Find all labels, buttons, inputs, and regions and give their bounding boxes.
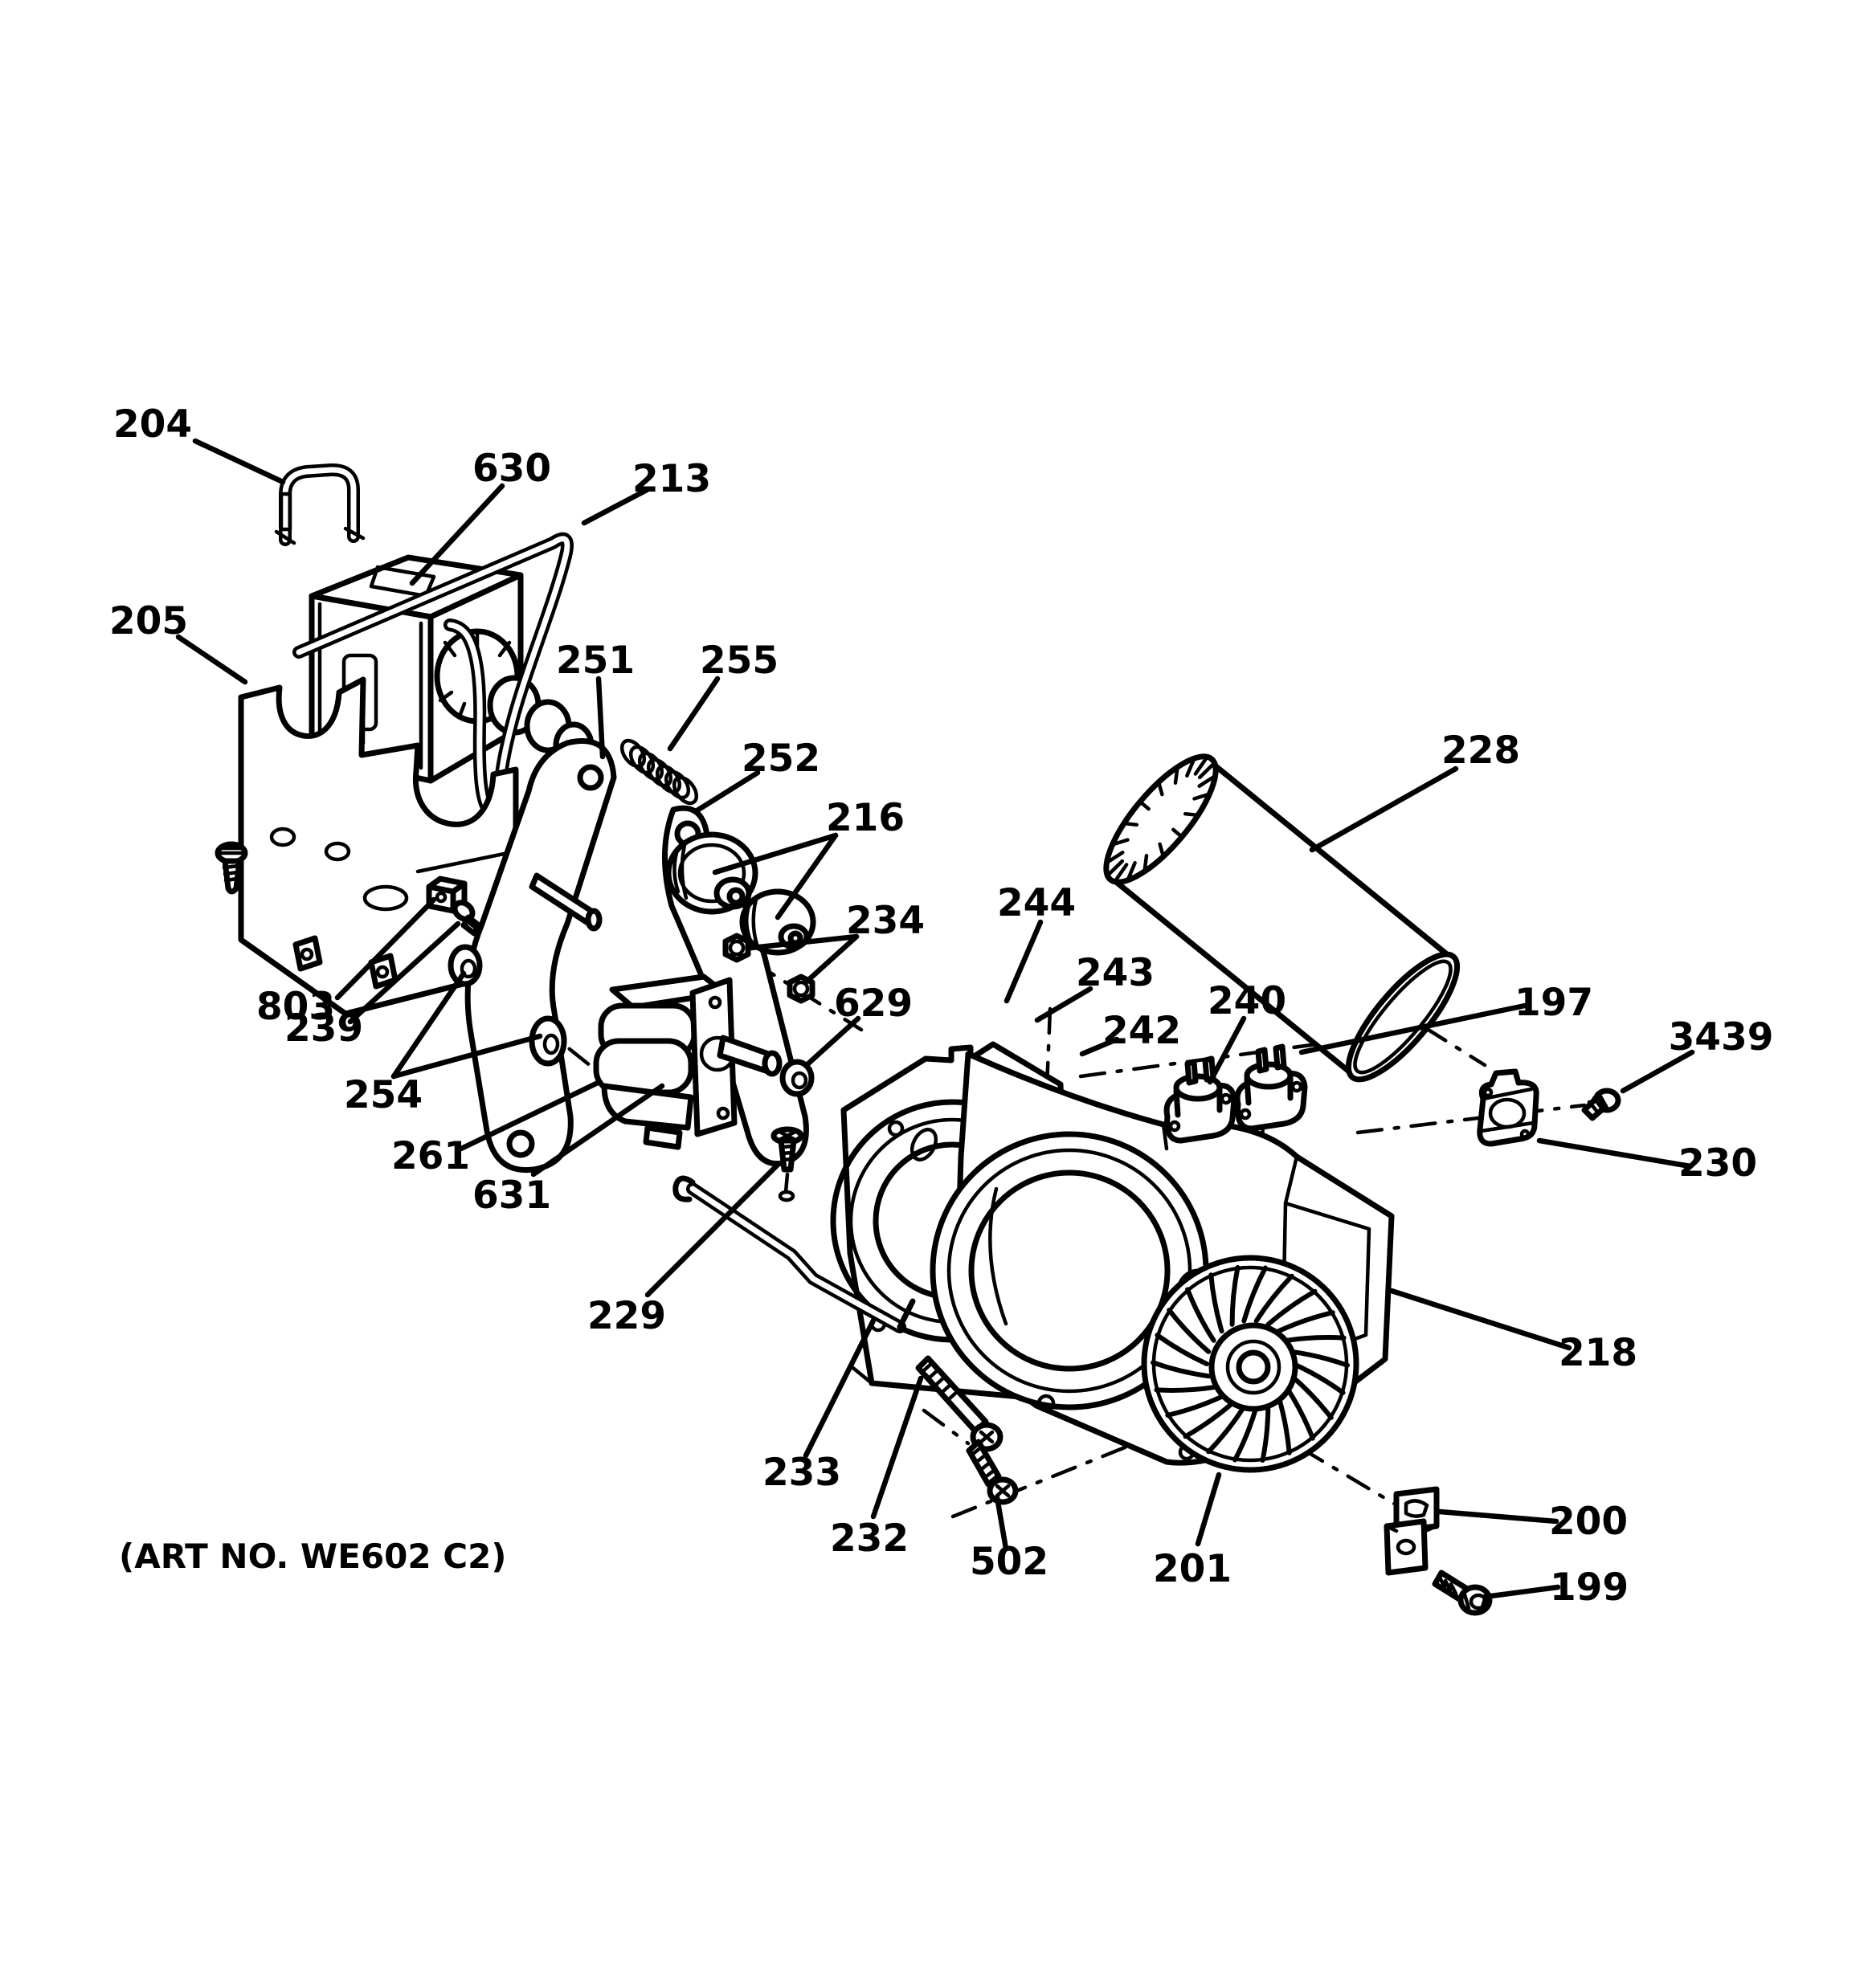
callout-244: 244 (997, 881, 1076, 925)
bolt-199-icon (1432, 1570, 1493, 1616)
art-number: (ART NO. WE602 C2) (119, 1537, 507, 1576)
support-bar-233-icon (672, 1175, 916, 1333)
bolt-232-icon (915, 1355, 1003, 1452)
callout-240: 240 (1208, 979, 1286, 1023)
screw-3439-icon (1581, 1088, 1621, 1121)
callout-251: 251 (556, 639, 635, 683)
callout-204: 204 (113, 402, 192, 447)
callout-233: 233 (762, 1451, 841, 1495)
callout-228: 228 (1441, 729, 1520, 773)
callout-630: 630 (472, 447, 551, 491)
callout-230: 230 (1678, 1141, 1757, 1186)
leader-lines (175, 438, 1695, 1600)
callout-255: 255 (700, 639, 779, 683)
callout-213: 213 (632, 457, 711, 501)
callout-201: 201 (1153, 1547, 1232, 1591)
drive-motor-631-icon (593, 974, 783, 1150)
screw-239-icon (452, 900, 482, 937)
callout-239: 239 (284, 1006, 363, 1051)
callout-3439: 3439 (1669, 1015, 1774, 1059)
screw-229-icon (770, 1126, 804, 1202)
callout-234: 234 (846, 899, 925, 943)
bracket-screw-icon (215, 841, 248, 895)
callout-197: 197 (1514, 981, 1593, 1025)
idler-arm-251-icon (464, 738, 617, 1174)
washer-629-icon (779, 1059, 815, 1097)
callout-254: 254 (344, 1073, 423, 1117)
nut-234a-icon (722, 933, 751, 963)
pulley-216a-icon (665, 831, 758, 915)
callout-502: 502 (970, 1540, 1048, 1584)
spring-255-icon (619, 738, 699, 806)
callout-232: 232 (830, 1517, 909, 1561)
callout-631: 631 (472, 1174, 551, 1218)
thermostat-240-icon (1163, 1055, 1237, 1144)
clip-200-icon (1384, 1486, 1440, 1576)
duct-crimp-hatch (1105, 755, 1217, 884)
callout-205: 205 (109, 599, 188, 643)
callout-261: 261 (391, 1134, 470, 1178)
callout-242: 242 (1102, 1009, 1181, 1053)
duct-228-icon (1103, 753, 1461, 1083)
callout-216: 216 (826, 796, 905, 840)
callout-labels: 204 630 213 205 251 255 252 216 234 228 … (109, 402, 1773, 1610)
washer-254b-icon (529, 1015, 567, 1067)
callout-200: 200 (1549, 1500, 1628, 1544)
blower-wheel-201-icon (1141, 1255, 1359, 1473)
retainer-clip-204-icon (274, 463, 366, 546)
thermostat-197-icon (1234, 1043, 1308, 1132)
callout-218: 218 (1559, 1331, 1637, 1375)
washer-254a-icon (448, 944, 483, 987)
callout-252: 252 (742, 737, 820, 781)
callout-229: 229 (587, 1294, 666, 1338)
callout-199: 199 (1550, 1565, 1629, 1610)
clamp-230-icon (1477, 1068, 1539, 1147)
callout-803: 803 (256, 985, 335, 1029)
callout-243: 243 (1076, 951, 1155, 995)
bracket-205-icon (238, 676, 535, 1017)
callout-629: 629 (834, 982, 913, 1026)
